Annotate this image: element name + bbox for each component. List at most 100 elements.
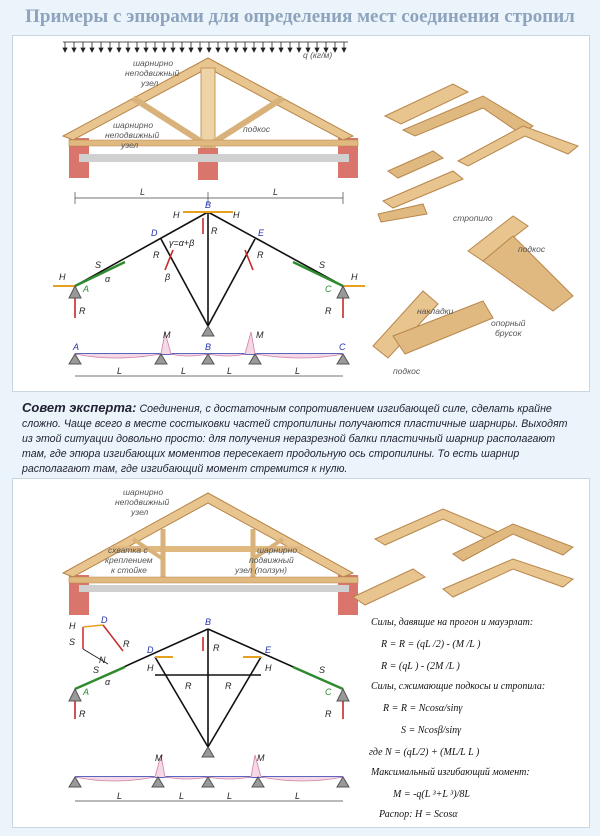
- s2-label-E: E: [265, 645, 272, 655]
- s2-label-RE: R: [225, 681, 232, 691]
- label-A: A: [82, 284, 89, 294]
- hinge-top-label-3: узел: [140, 78, 159, 88]
- rd-arrow: [164, 249, 174, 271]
- label-D: D: [151, 228, 158, 238]
- load-arrow-head: [125, 47, 131, 53]
- formula-3-rest: = R = Ncosα/sinγ: [389, 703, 463, 714]
- structural-scheme-2: [68, 628, 350, 758]
- label-alpha: α: [105, 274, 111, 284]
- truss-diagram-bottom: шарнирно неподвижный узел схватка с креп…: [61, 487, 575, 820]
- load-arrow-head: [179, 47, 185, 53]
- label-beta: β: [164, 272, 170, 282]
- expert-tip: Совет эксперта: Соединения, с достаточны…: [22, 400, 580, 477]
- label-S-right: S: [319, 260, 325, 270]
- label-S-left: S: [95, 260, 101, 270]
- label-B: B: [205, 200, 211, 210]
- ceiling-slab: [79, 154, 349, 162]
- load-arrow-head: [134, 47, 140, 53]
- slide-label-3: узел (ползун): [234, 565, 287, 575]
- tri-N: N: [99, 655, 106, 665]
- label-L1-left: L: [117, 366, 122, 376]
- hinge-top-label-1: шарнирно: [133, 58, 173, 68]
- tri-H: H: [69, 621, 76, 631]
- s2-label-RB: R: [213, 643, 220, 653]
- structural-scheme: [53, 211, 365, 337]
- hinge-top-label-2: неподвижный: [125, 68, 179, 78]
- label-C: C: [325, 284, 332, 294]
- slide-label-1: шарнирно: [257, 545, 297, 555]
- load-label: q (кг/м): [303, 50, 332, 60]
- load-arrow-head: [332, 47, 338, 53]
- load-arrow-head: [215, 47, 221, 53]
- s2-label-RC: R: [325, 709, 332, 719]
- re-arrow: [244, 249, 254, 271]
- clamp-label-1: схватка с: [108, 545, 148, 555]
- load-arrow-head: [251, 47, 257, 53]
- label-RE: R: [257, 250, 264, 260]
- formula-4: S = Ncosβ/sinγ: [401, 725, 462, 736]
- s2-L2-left: L: [179, 791, 184, 801]
- load-arrow-head: [80, 47, 86, 53]
- expert-tip-text: Соединения, с достаточным сопротивлением…: [22, 403, 568, 475]
- formula-title-1: Силы, давящие на прогон и мауэрлат:: [371, 617, 533, 628]
- label-RD: R: [153, 250, 160, 260]
- load-arrow-head: [98, 47, 104, 53]
- force-triangle: [82, 624, 124, 665]
- moment-label-C: C: [339, 342, 346, 352]
- load-arrow-head: [242, 47, 248, 53]
- load-arrow-head: [71, 47, 77, 53]
- label-RA: R: [79, 306, 86, 316]
- s2-L1-left: L: [117, 791, 122, 801]
- support-b-icon: [201, 325, 215, 337]
- span-left-label: L: [140, 187, 145, 197]
- support-a-icon: [68, 284, 82, 299]
- detail-bearing-label-1: опорный: [491, 318, 526, 328]
- left-strut: [131, 95, 210, 149]
- load-arrow-head: [116, 47, 122, 53]
- load-arrow-head: [161, 47, 167, 53]
- truss-diagram-top: q (кг/м) шарнирно неподвижный узел шарни…: [53, 41, 580, 377]
- load-arrows: [62, 41, 348, 53]
- s2-label-S-left: S: [93, 665, 99, 675]
- s2-mmax-right: M: [257, 753, 265, 763]
- moment-diagram: [68, 331, 350, 377]
- label-E: E: [258, 228, 265, 238]
- moment-diagram-2: [68, 754, 350, 802]
- hinge-mid-label-2: неподвижный: [105, 130, 159, 140]
- load-arrow-head: [260, 47, 266, 53]
- strut-label: подкос: [243, 124, 271, 134]
- formula-2: R = (qL ) - (2M /L ): [380, 661, 461, 672]
- load-arrow-head: [305, 47, 311, 53]
- moment-label-A: A: [72, 342, 79, 352]
- diagram-panel-bottom: шарнирно неподвижный узел схватка с креп…: [12, 478, 590, 828]
- load-arrow-head: [323, 47, 329, 53]
- label-H-top-left: H: [173, 210, 180, 220]
- hinge-top-label-1: шарнирно: [123, 487, 163, 497]
- s2-label-H-right: H: [265, 663, 272, 673]
- hinge-top-label-3: узел: [130, 507, 149, 517]
- joint-detail-illustrations: [372, 83, 580, 359]
- s2-label-C: C: [325, 687, 332, 697]
- load-arrow-head: [278, 47, 284, 53]
- label-RB: R: [211, 226, 218, 236]
- right-s-force-arrow: [292, 260, 344, 288]
- load-arrow-head: [269, 47, 275, 53]
- left-s-force-arrow: [74, 260, 126, 288]
- clamp-label-3: к стойке: [111, 565, 147, 575]
- s2-L1-right: L: [295, 791, 300, 801]
- label-L1-right: L: [295, 366, 300, 376]
- joint-detail-illustrations-2: [351, 508, 575, 606]
- label-L2-left: L: [181, 366, 186, 376]
- detail-rafter-label: стропило: [453, 213, 493, 223]
- formula-3: R = R = Ncosα/sinγ: [382, 703, 463, 714]
- hinge-top-label-2: неподвижный: [115, 497, 169, 507]
- load-arrow-head: [296, 47, 302, 53]
- middle-brick-wall: [198, 148, 218, 180]
- s2-label-RD: R: [185, 681, 192, 691]
- hinge-mid-label-3: узел: [120, 140, 139, 150]
- tri-RD: R: [123, 639, 130, 649]
- s2-mmax-left: M: [155, 753, 163, 763]
- load-arrow-head: [89, 47, 95, 53]
- roof-truss-illustration-2: [61, 492, 359, 615]
- diagram-panel-top: q (кг/м) шарнирно неподвижный узел шарни…: [12, 35, 590, 392]
